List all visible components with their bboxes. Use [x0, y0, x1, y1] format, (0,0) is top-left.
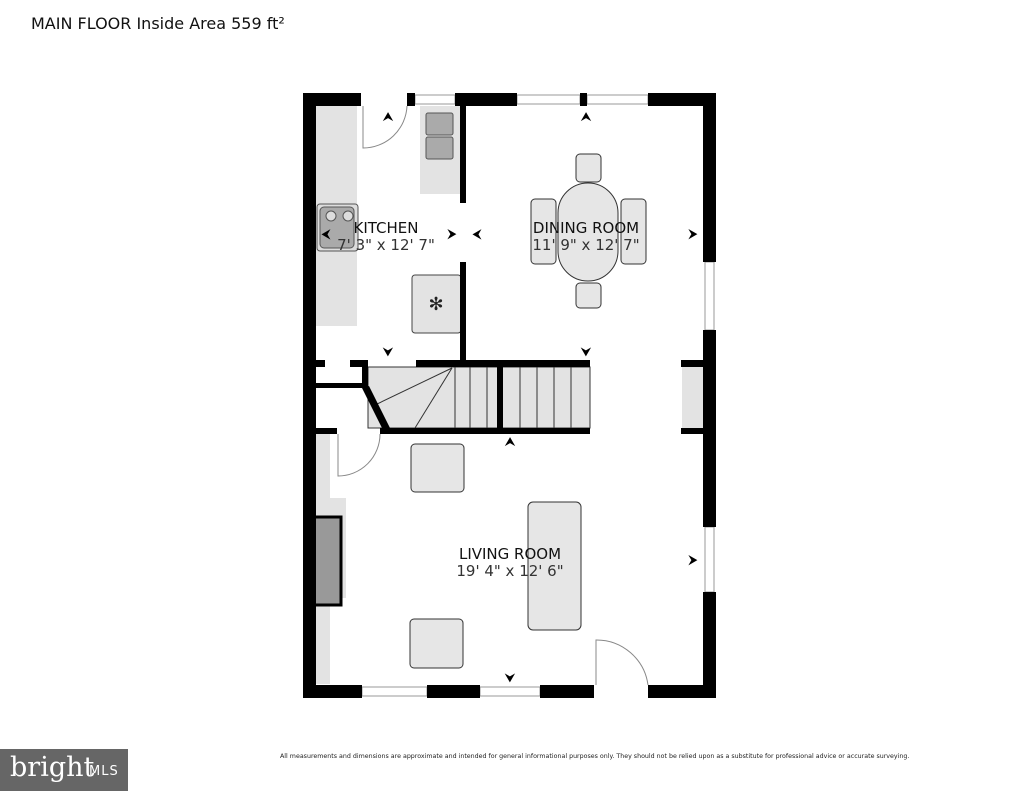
svg-text:⮟: ⮟ — [382, 345, 393, 360]
svg-text:⮝: ⮝ — [504, 435, 515, 450]
doors — [337, 105, 649, 686]
room-dimensions-dining-room: 11' 9" x 12' 7" — [532, 236, 639, 254]
svg-text:⮟: ⮟ — [580, 345, 591, 360]
bright-mls-logo: bright MLS — [0, 749, 128, 791]
armchairs — [409, 443, 582, 669]
room-label-living-room: LIVING ROOM — [459, 545, 561, 563]
svg-text:✻: ✻ — [428, 294, 443, 315]
svg-text:⮞: ⮞ — [688, 227, 698, 242]
floor-title: MAIN FLOOR Inside Area 559 ft² — [31, 14, 285, 33]
walls — [303, 93, 716, 698]
svg-text:⮜: ⮜ — [321, 227, 331, 242]
stairs — [367, 366, 591, 429]
room-living: LIVING ROOM 19' 4" x 12' 6" — [456, 545, 563, 580]
refrigerator: ✻ — [411, 274, 462, 334]
room-label-dining-room: DINING ROOM — [533, 219, 639, 237]
room-label-kitchen: KITCHEN — [354, 219, 419, 237]
svg-text:⮝: ⮝ — [382, 110, 393, 125]
svg-text:⮞: ⮞ — [688, 553, 698, 568]
svg-text:⮝: ⮝ — [580, 110, 591, 125]
dining-table — [530, 153, 647, 309]
entry-arrows: ⮝ ⮝ ⮟ ⮟ ⮝ ⮟ ⮜ ⮞ ⮜ ⮞ ⮞ — [321, 110, 698, 686]
svg-text:⮟: ⮟ — [504, 671, 515, 686]
svg-text:⮞: ⮞ — [447, 227, 457, 242]
stove — [316, 203, 359, 252]
svg-text:⮜: ⮜ — [472, 227, 482, 242]
room-kitchen: KITCHEN 7' 3" x 12' 7" — [337, 219, 435, 254]
disclaimer: All measurements and dimensions are appr… — [280, 753, 910, 760]
room-dimensions-living-room: 19' 4" x 12' 6" — [456, 562, 563, 580]
sink — [425, 112, 454, 160]
room-dining: DINING ROOM 11' 9" x 12' 7" — [532, 219, 639, 254]
room-dimensions-kitchen: 7' 3" x 12' 7" — [337, 236, 435, 254]
fireplace — [311, 515, 343, 607]
